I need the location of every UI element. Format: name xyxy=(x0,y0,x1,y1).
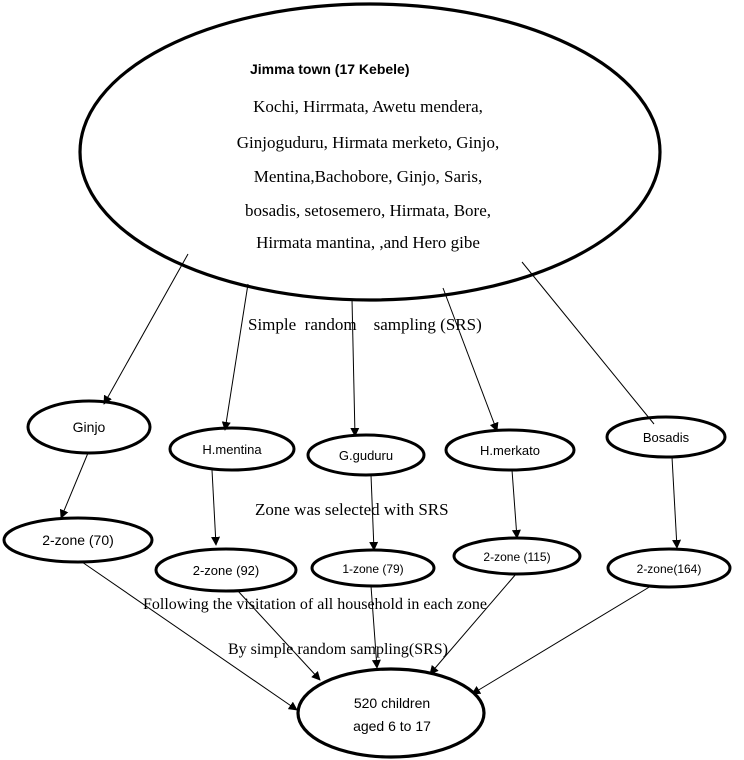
arrow-top-to-hmerkato xyxy=(442,287,499,432)
kebele-hmerkato-ellipse xyxy=(444,428,576,472)
top-line-1: Kochi, Hirrmata, Awetu mendera, xyxy=(253,97,483,116)
kebele-bosadis-label: Bosadis xyxy=(643,430,690,445)
zone-gguduru-ellipse xyxy=(310,548,436,588)
srs-label-2: By simple random sampling(SRS) xyxy=(228,641,448,658)
top-line-4: bosadis, setosemero, Hirmata, Bore, xyxy=(245,201,491,220)
zone-bosadis-ellipse xyxy=(606,547,732,589)
arrow-zone-gguduru-to-final xyxy=(370,585,381,669)
srs-label-1: Simple random sampling (SRS) xyxy=(248,315,482,334)
arrow-top-to-gguduru xyxy=(350,298,360,437)
zone-srs-label: Zone was selected with SRS xyxy=(255,500,449,519)
final-line-1: 520 children xyxy=(354,695,430,711)
top-line-3: Mentina,Bachobore, Ginjo, Saris, xyxy=(254,167,483,186)
kebele-hmentina-ellipse xyxy=(168,426,296,472)
zone-bosadis-label: 2-zone(164) xyxy=(637,562,702,576)
top-line-2: Ginjoguduru, Hirmata merketo, Ginjo, xyxy=(237,133,500,152)
arrow-top-to-hmentina xyxy=(221,283,249,431)
kebele-bosadis-ellipse xyxy=(605,415,727,459)
arrow-hmerkato-to-zone xyxy=(511,469,521,539)
arrow-zone-hmentina-to-final xyxy=(237,590,321,681)
zone-hmerkato-ellipse xyxy=(452,536,582,576)
kebele-hmentina-label: H.mentina xyxy=(202,442,262,457)
arrow-hmentina-to-zone xyxy=(211,469,221,546)
top-line-5: Hirmata mantina, ,and Hero gibe xyxy=(256,233,480,252)
arrow-zone-hmerkato-to-final xyxy=(429,573,517,675)
kebele-ginjo-ellipse xyxy=(26,399,152,455)
zone-hmentina-label: 2-zone (92) xyxy=(193,563,259,578)
zone-ginjo-label: 2-zone (70) xyxy=(42,532,114,548)
kebele-gguduru-ellipse xyxy=(306,433,426,477)
final-ellipse xyxy=(296,667,486,759)
visitation-label: Following the visitation of all househol… xyxy=(143,596,487,613)
kebele-hmerkato-label: H.merkato xyxy=(480,443,540,458)
arrow-zone-bosadis-to-final xyxy=(471,585,652,695)
top-ellipse xyxy=(78,2,662,302)
line-top-to-bosadis xyxy=(521,261,655,425)
top-title: Jimma town (17 Kebele) xyxy=(250,61,410,77)
zone-hmentina-ellipse xyxy=(154,547,298,593)
zone-gguduru-label: 1-zone (79) xyxy=(342,562,403,576)
zone-ginjo-ellipse xyxy=(2,516,154,564)
arrow-zone-ginjo-to-final xyxy=(81,561,298,711)
zone-hmerkato-label: 2-zone (115) xyxy=(483,550,550,564)
final-line-2: aged 6 to 17 xyxy=(353,718,431,734)
arrow-gguduru-to-zone xyxy=(369,474,379,551)
kebele-gguduru-label: G.guduru xyxy=(339,448,393,463)
kebele-ginjo-label: Ginjo xyxy=(73,419,106,435)
arrow-bosadis-to-zone xyxy=(671,456,682,549)
arrow-ginjo-to-zone xyxy=(59,452,89,519)
arrow-top-to-ginjo xyxy=(103,253,189,405)
